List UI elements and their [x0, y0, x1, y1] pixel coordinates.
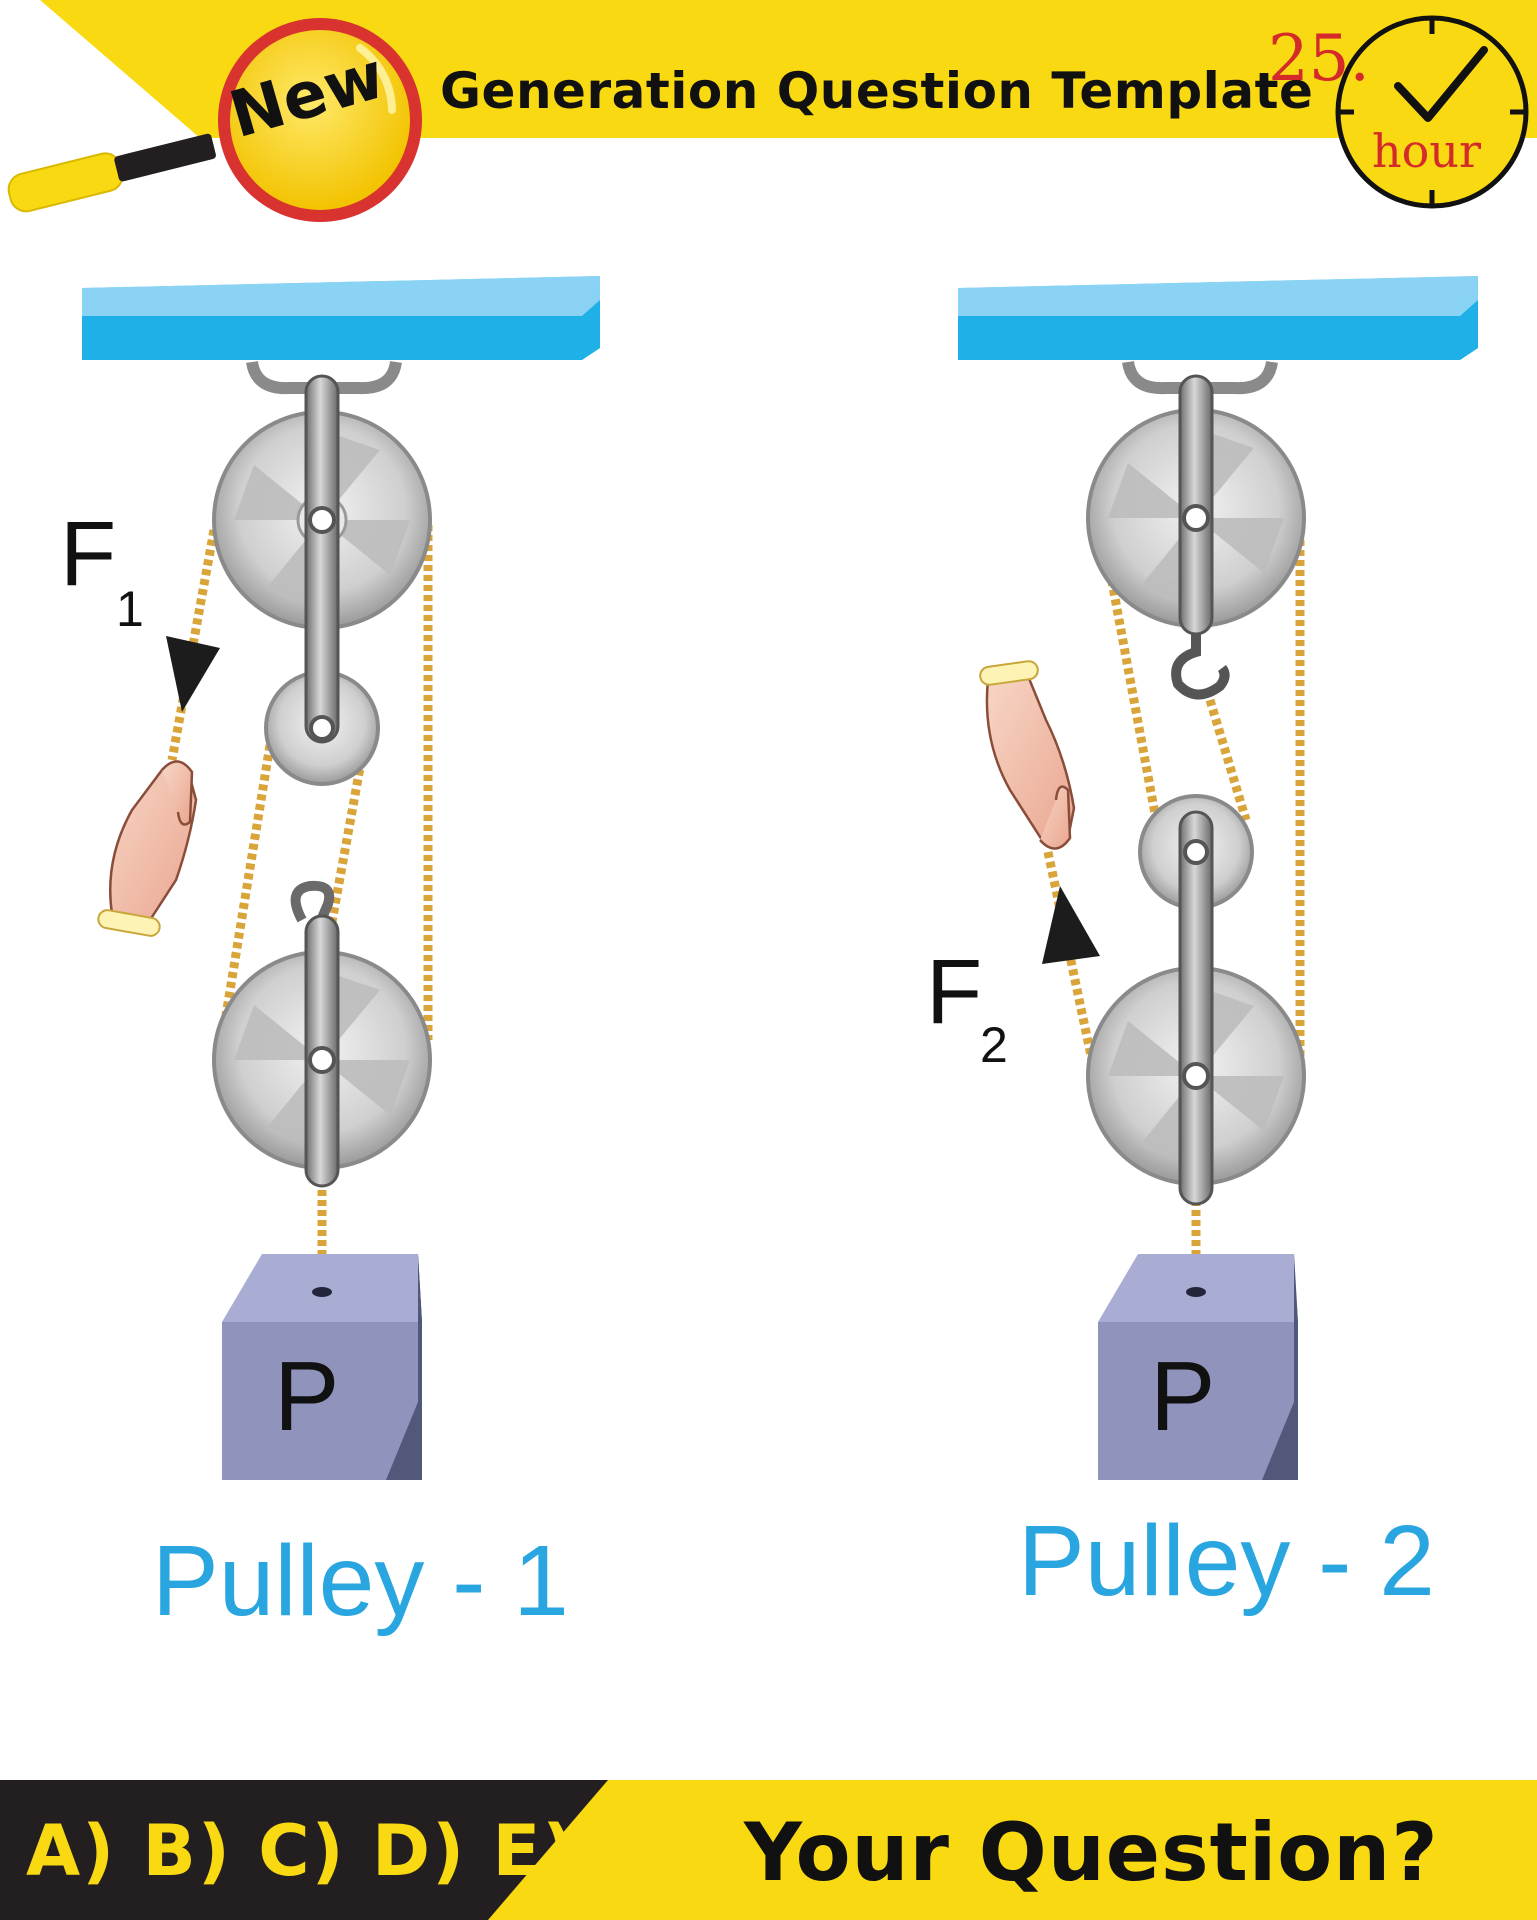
weight-block — [222, 1254, 422, 1480]
weight-label-2: P — [1150, 1341, 1216, 1451]
force-label-2: F — [926, 941, 983, 1043]
force-subscript-2: 2 — [980, 1017, 1008, 1073]
hand-icon — [979, 660, 1076, 850]
clock-icon — [1335, 15, 1529, 209]
rope — [1043, 540, 1305, 1292]
pulley-caption-2: Pulley - 2 — [1018, 1505, 1435, 1617]
ceiling-beam — [958, 276, 1478, 360]
right-pulley-system — [958, 276, 1478, 1480]
hand-icon — [97, 760, 198, 937]
question-prompt: Your Question? — [744, 1806, 1439, 1899]
footer-bar — [0, 1780, 1537, 1920]
ceiling-beam — [82, 276, 600, 360]
pulley-caption-1: Pulley - 1 — [152, 1525, 569, 1637]
left-pulley-system — [82, 276, 600, 1480]
weight-label-1: P — [274, 1341, 340, 1451]
answer-choices: A) B) C) D) E) — [26, 1810, 577, 1892]
force-arrow — [166, 636, 220, 712]
force-subscript-1: 1 — [116, 581, 144, 637]
force-label-1: F — [60, 503, 117, 605]
timer-unit: hour — [1372, 124, 1481, 178]
magnifier-icon — [7, 18, 422, 222]
timer-number: 25. — [1268, 22, 1370, 96]
page-title: Generation Question Template — [440, 62, 1314, 120]
force-arrow — [1042, 886, 1100, 964]
weight-block — [1098, 1254, 1298, 1480]
